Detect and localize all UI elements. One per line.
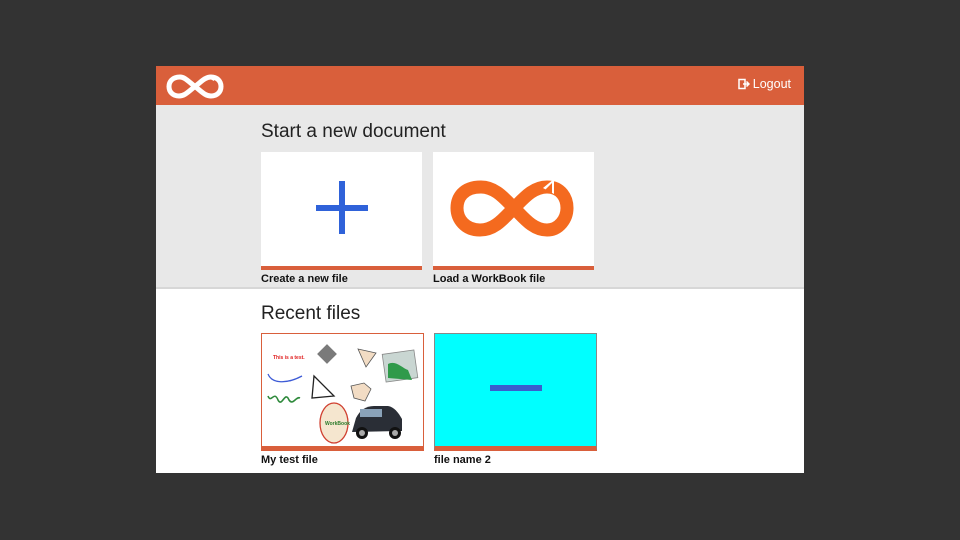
recent-file-thumbnail[interactable] xyxy=(434,333,597,451)
new-document-title: Start a new document xyxy=(261,121,446,142)
logout-button[interactable]: Logout xyxy=(738,77,791,91)
recent-file-card[interactable]: This is a test. WorkBook xyxy=(261,333,424,466)
create-new-file-thumbnail[interactable] xyxy=(261,152,422,270)
minus-shape xyxy=(490,385,542,391)
app-window: Logout Start a new document Create a new… xyxy=(156,66,804,473)
create-new-file-card[interactable]: Create a new file xyxy=(261,152,422,285)
recent-files-title: Recent files xyxy=(261,303,361,324)
new-document-section: Start a new document Create a new file L… xyxy=(156,105,804,289)
top-bar: Logout xyxy=(156,66,804,105)
thumbnail-text: This is a test. xyxy=(273,355,305,361)
drawing-thumbnail-image: This is a test. WorkBook xyxy=(267,344,419,444)
recent-files-section: Recent files This is a test. WorkBook xyxy=(156,289,804,473)
recent-file-name: file name 2 xyxy=(434,454,491,466)
recent-file-card[interactable]: file name 2 xyxy=(434,333,597,466)
workbook-logo-icon[interactable] xyxy=(166,73,224,100)
logout-icon xyxy=(738,78,750,90)
workbook-logo-icon xyxy=(450,179,574,237)
load-workbook-file-card[interactable]: Load a WorkBook file xyxy=(433,152,594,285)
load-workbook-file-label: Load a WorkBook file xyxy=(433,273,546,285)
create-new-file-label: Create a new file xyxy=(261,273,348,285)
svg-text:WorkBook: WorkBook xyxy=(325,421,350,427)
recent-file-thumbnail[interactable]: This is a test. WorkBook xyxy=(261,333,424,451)
recent-file-name: My test file xyxy=(261,454,318,466)
logout-label: Logout xyxy=(752,77,791,91)
load-workbook-file-thumbnail[interactable] xyxy=(433,152,594,270)
